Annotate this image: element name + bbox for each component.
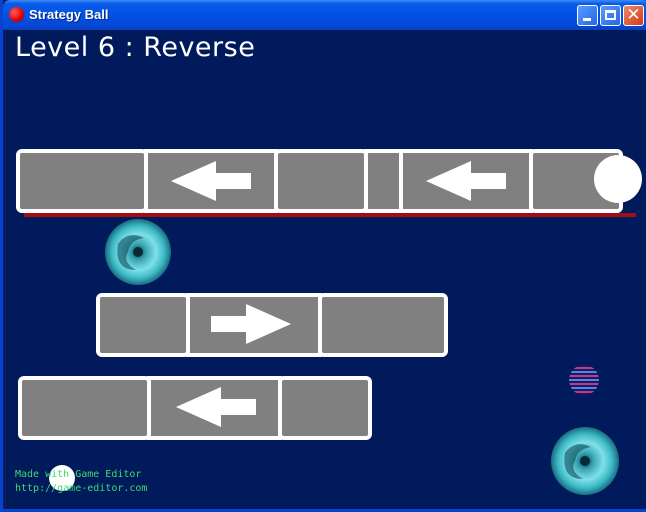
game-canvas[interactable]: Level 6 : Reverse Made with Game Editor … bbox=[6, 30, 646, 509]
conveyor-row-top bbox=[16, 149, 623, 213]
swirl-portal-icon[interactable] bbox=[105, 219, 171, 285]
maximize-icon bbox=[605, 10, 616, 20]
close-button[interactable]: ✕ bbox=[623, 5, 644, 26]
title-bar[interactable]: Strategy Ball ✕ bbox=[3, 0, 646, 30]
window-title: Strategy Ball bbox=[29, 7, 109, 22]
tile[interactable] bbox=[16, 149, 148, 213]
maximize-button[interactable] bbox=[600, 5, 621, 26]
tile[interactable] bbox=[318, 293, 448, 357]
credits: Made with Game Editor http://game-editor… bbox=[15, 468, 147, 496]
playfield[interactable] bbox=[6, 30, 646, 509]
white-ball-icon[interactable] bbox=[49, 465, 75, 491]
app-icon bbox=[9, 7, 24, 22]
tile[interactable] bbox=[278, 376, 372, 440]
tile[interactable] bbox=[18, 376, 151, 440]
white-ball-icon[interactable] bbox=[594, 155, 642, 203]
tile[interactable] bbox=[96, 293, 190, 357]
tile[interactable] bbox=[274, 149, 368, 213]
level-title: Level 6 : Reverse bbox=[15, 32, 256, 63]
conveyor-row-bottom bbox=[18, 376, 372, 440]
close-icon: ✕ bbox=[626, 5, 641, 25]
credit-line: Made with Game Editor bbox=[15, 469, 142, 480]
minimize-icon bbox=[583, 18, 591, 21]
minimize-button[interactable] bbox=[577, 5, 598, 26]
credit-link[interactable]: http://game-editor.com bbox=[15, 483, 148, 494]
tile[interactable] bbox=[364, 149, 403, 213]
conveyor-row-middle bbox=[96, 293, 448, 357]
swirl-portal-icon[interactable] bbox=[551, 427, 619, 495]
striped-ball-icon[interactable] bbox=[566, 364, 602, 398]
